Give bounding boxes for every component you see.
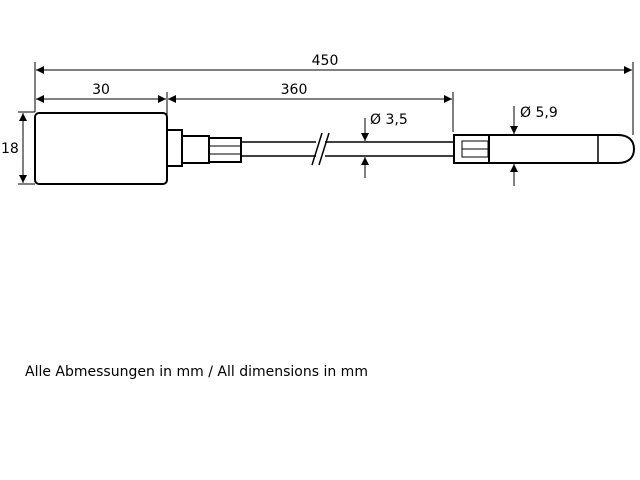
extension-lines [18, 62, 634, 185]
housing-nut [166, 129, 183, 167]
dimension-housing-height: 18 [1, 113, 27, 183]
cable-break-symbol [311, 132, 330, 166]
dimension-probe-diameter: Ø 5,9 [510, 105, 558, 186]
housing-ferrule [208, 137, 242, 163]
housing-cable-gland [181, 135, 210, 164]
dimension-housing-length: 30 [36, 82, 166, 103]
cable [241, 141, 454, 157]
housing-ferrule-knurl [209, 145, 241, 155]
dimension-label-probe-diameter: Ø 5,9 [520, 105, 558, 121]
dimension-label-cable-diameter: Ø 3,5 [370, 112, 408, 128]
sensor-housing [34, 112, 168, 185]
dimension-cable-diameter: Ø 3,5 [361, 112, 408, 178]
dimensions-note: Alle Abmessungen in mm / All dimensions … [25, 364, 368, 380]
dimension-overall-length: 450 [36, 53, 632, 74]
dimension-cable-length: 360 [168, 82, 452, 103]
dimension-label-overall: 450 [312, 53, 339, 69]
dimension-label-height: 18 [1, 141, 19, 157]
dimension-label-housing: 30 [92, 82, 110, 98]
dimension-label-cable: 360 [281, 82, 308, 98]
probe-tube [488, 134, 636, 164]
